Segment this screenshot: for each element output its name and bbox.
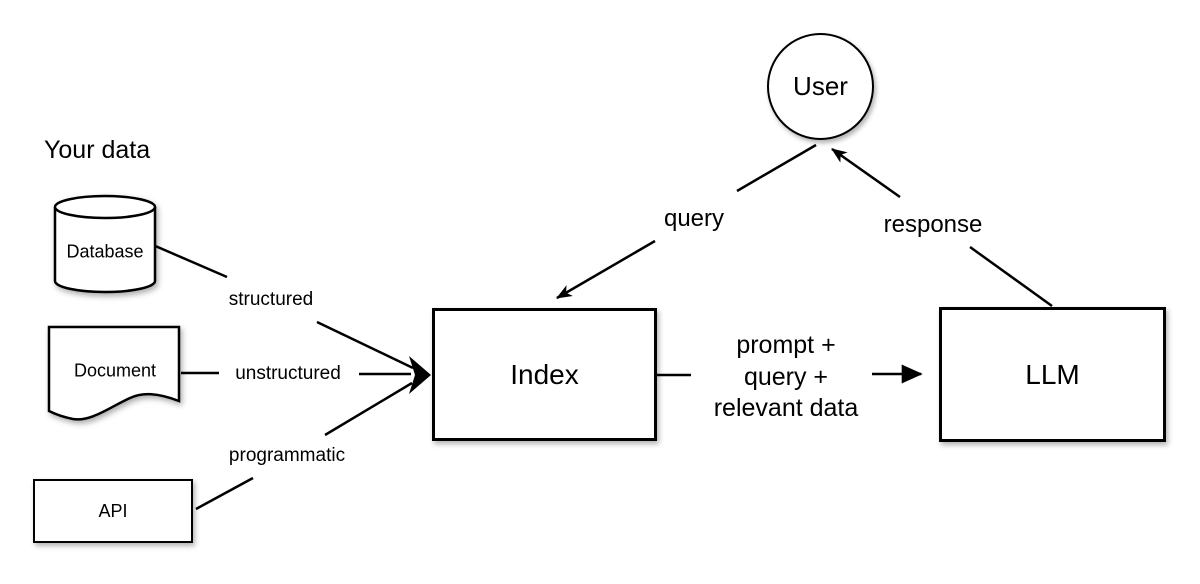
api-node-label: API — [98, 500, 128, 521]
index-node: Index — [432, 308, 657, 441]
your-data-title: Your data — [44, 136, 151, 164]
edge-structured-seg1 — [152, 243, 228, 279]
edge-query-seg2 — [556, 239, 656, 300]
response-edge-label: response — [883, 211, 983, 238]
user-node-label: User — [793, 71, 848, 101]
edge-response-seg2 — [969, 245, 1053, 308]
llm-node: LLM — [939, 307, 1166, 442]
fan-arrowhead-icon — [409, 356, 431, 394]
structured-edge-label: structured — [228, 289, 314, 310]
document-node-label: Document — [73, 360, 157, 381]
api-node: API — [33, 479, 193, 543]
query-edge-label: query — [663, 205, 725, 232]
database-cylinder-icon — [53, 194, 157, 294]
programmatic-edge-label: programmatic — [228, 445, 346, 466]
database-node-label: Database — [66, 241, 144, 262]
edge-response-seg1 — [831, 147, 901, 199]
llm-node-label: LLM — [1025, 358, 1080, 390]
edge-programmatic-seg1 — [195, 476, 254, 511]
index-node-label: Index — [510, 358, 579, 390]
edge-programmatic-seg2 — [324, 381, 413, 437]
document-shape-icon — [47, 325, 181, 421]
prompt-query-data-edge-label: prompt + query + relevant data — [713, 330, 859, 422]
unstructured-edge-label: unstructured — [235, 363, 341, 384]
edge-structured-seg2 — [316, 320, 414, 370]
edge-query-seg1 — [736, 143, 817, 193]
user-node: User — [767, 33, 874, 140]
